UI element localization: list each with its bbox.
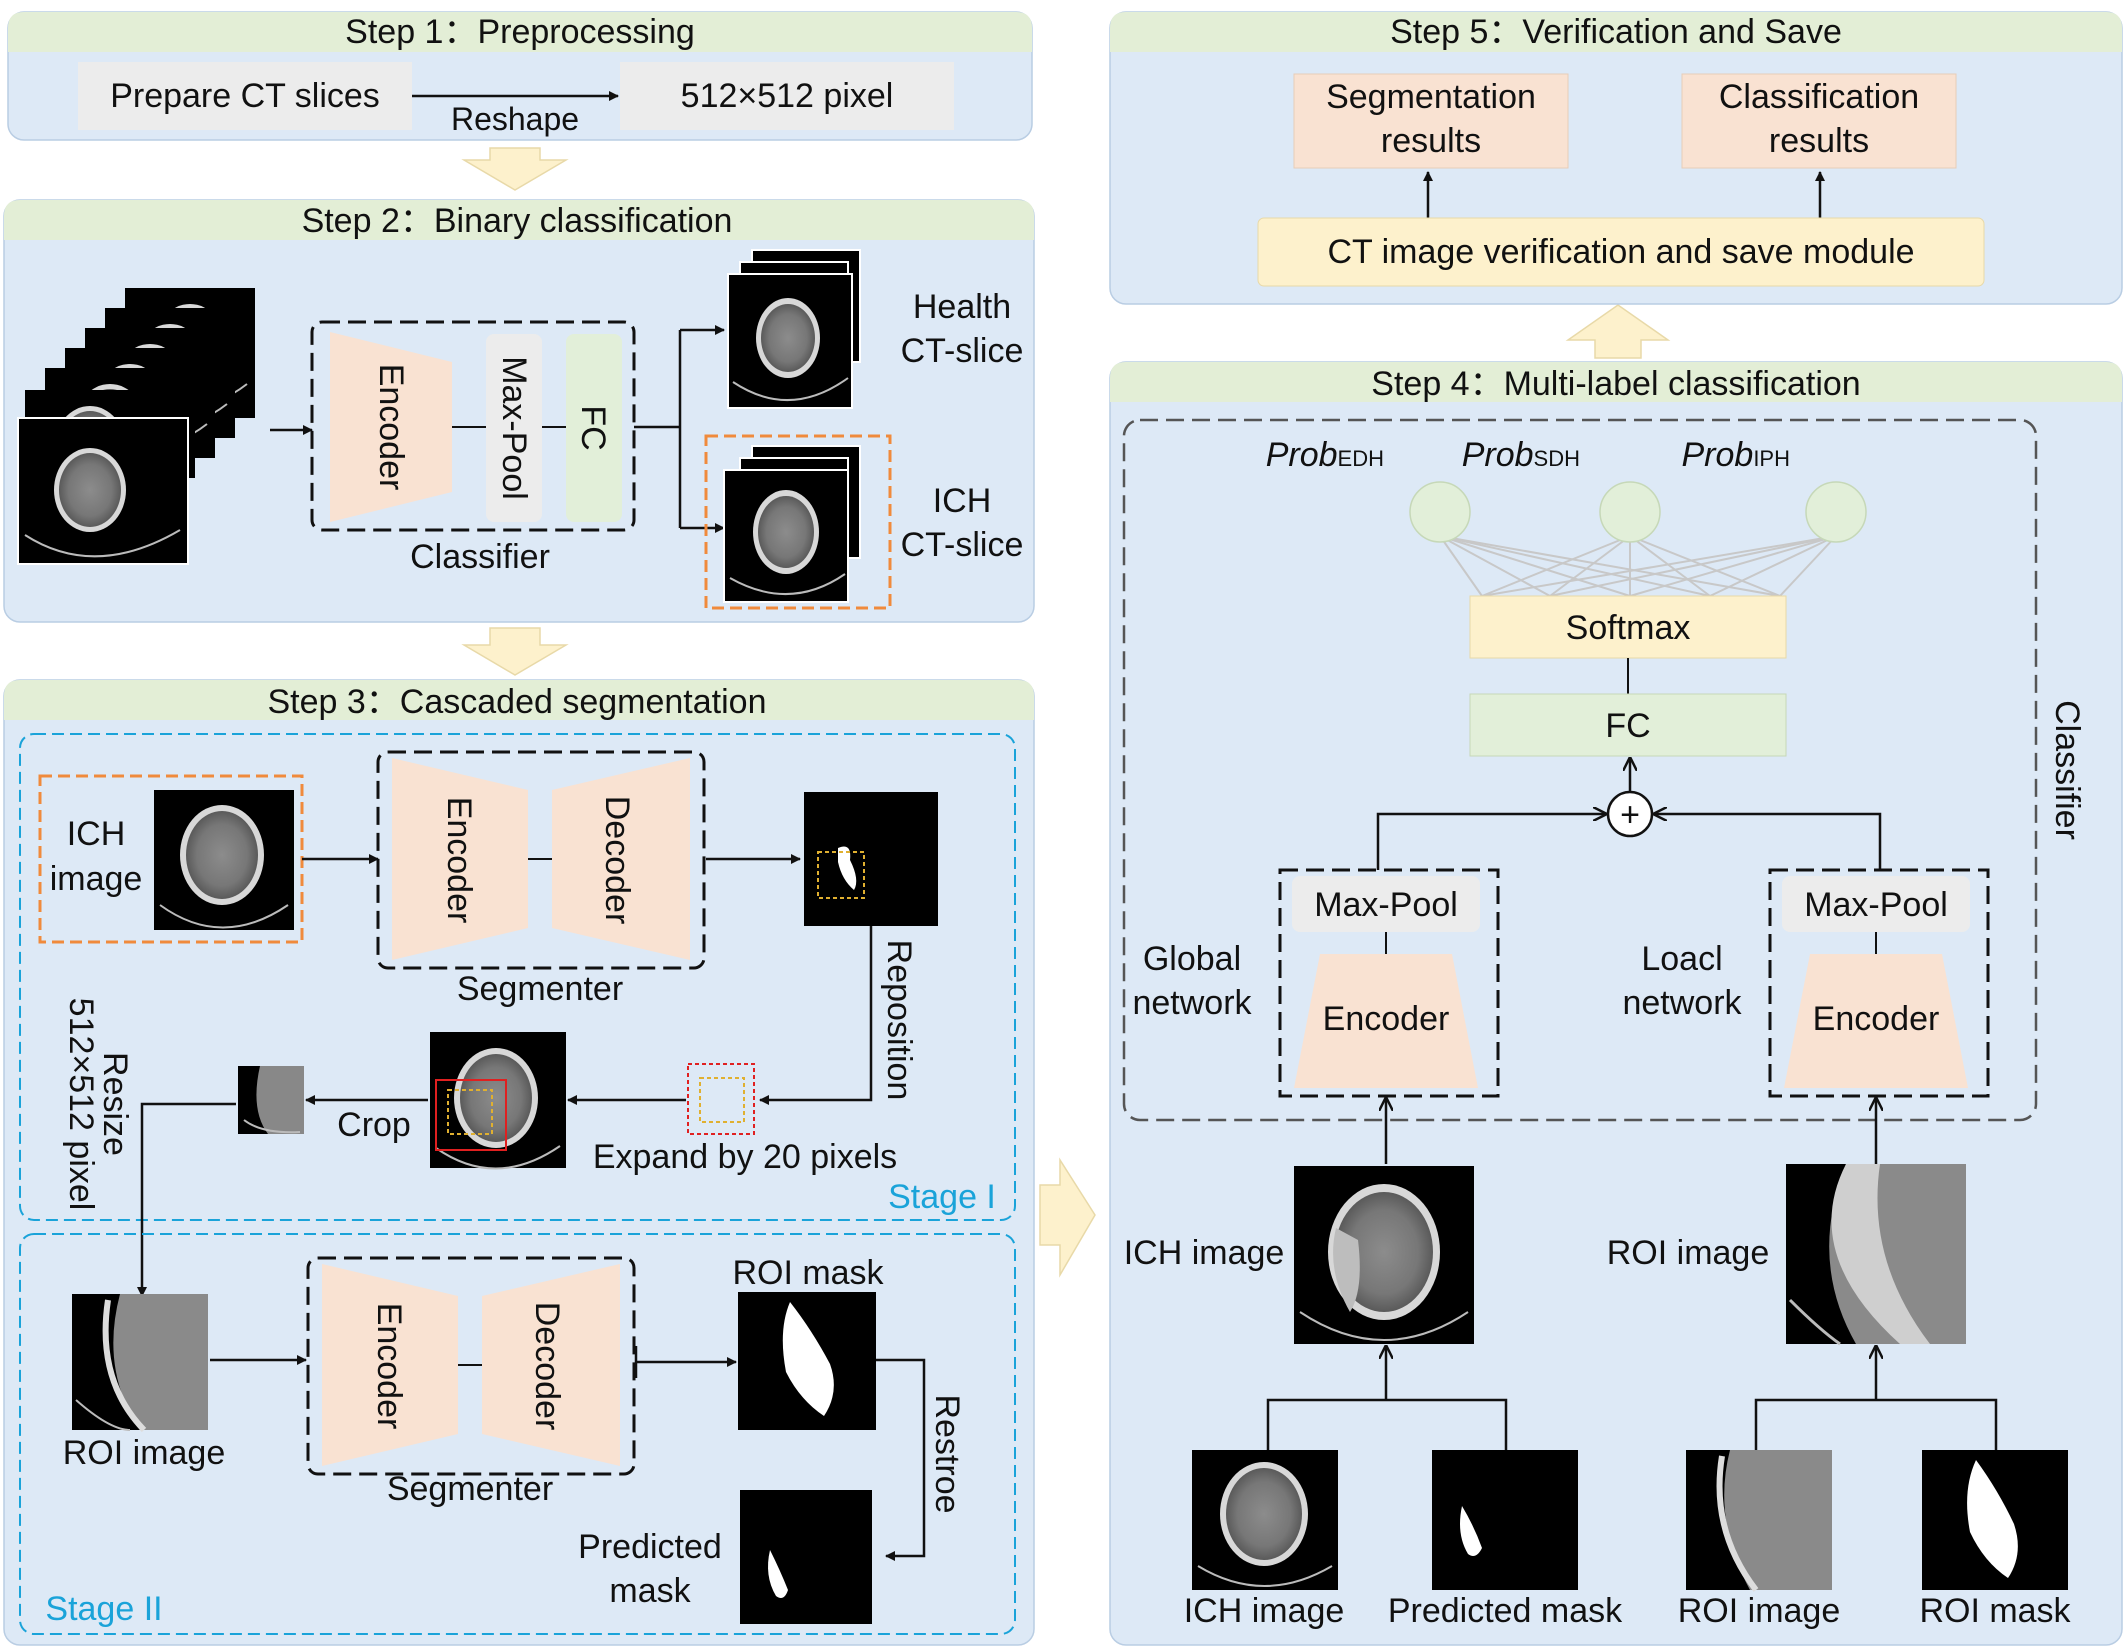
global-network-1: Global xyxy=(1143,940,1241,978)
step3-title: Step 3：Cascaded segmentation xyxy=(268,683,767,721)
health-label-1: Health xyxy=(913,288,1011,326)
cls-results-2: results xyxy=(1769,122,1869,160)
s4-classifier-label: Classifier xyxy=(2048,700,2086,840)
ich-label-2: CT-slice xyxy=(901,526,1024,564)
s3-cropped xyxy=(238,1066,304,1134)
reshape-label: Reshape xyxy=(451,101,579,137)
local-network-2: network xyxy=(1622,984,1742,1022)
s4-ich-image-label: ICH image xyxy=(1124,1234,1285,1272)
prepare-ct-label: Prepare CT slices xyxy=(110,77,380,115)
cls-results-1: Classification xyxy=(1719,78,1919,116)
local-encoder-label: Encoder xyxy=(1813,1000,1940,1038)
predicted-label-2: mask xyxy=(609,1572,691,1610)
s3-roi-image-label: ROI image xyxy=(63,1434,226,1472)
reposition-label: Reposition xyxy=(880,940,918,1101)
stage2-box xyxy=(19,1233,1016,1635)
local-network-1: Loacl xyxy=(1641,940,1722,978)
s3-ich-label-1: ICH xyxy=(67,815,126,853)
s3b-decoder-label: Decoder xyxy=(528,1302,566,1431)
step5-title: Step 5：Verification and Save xyxy=(1390,13,1842,51)
prob-sdh-node xyxy=(1599,481,1661,543)
arrow-step1-2 xyxy=(461,147,569,191)
classifier-label: Classifier xyxy=(410,538,550,576)
s3-ich-image xyxy=(154,790,294,930)
s4-in-ich-label: ICH image xyxy=(1184,1592,1345,1630)
stage1-box xyxy=(19,733,1016,1221)
resize-size-label: 512×512 pixel xyxy=(62,998,100,1211)
restore-label: Restroe xyxy=(928,1394,966,1513)
seg-results-1: Segmentation xyxy=(1326,78,1536,116)
step2-panel: Step 2：Binary classification Encoder Max… xyxy=(3,199,1035,623)
s3-roi-mask-label: ROI mask xyxy=(732,1254,884,1292)
prob-iph-label: ProbIPH xyxy=(1681,436,1790,474)
s4-ich-image xyxy=(1294,1166,1474,1344)
s3b-encoder-label: Encoder xyxy=(370,1303,408,1430)
ich-selected-box xyxy=(704,434,892,610)
predicted-label-1: Predicted xyxy=(578,1528,722,1566)
arrow-step4-5 xyxy=(1565,304,1671,359)
s3-decoder-label: Decoder xyxy=(598,796,636,925)
pixel-label: 512×512 pixel xyxy=(681,77,894,115)
s3b-segmenter-label: Segmenter xyxy=(387,1470,553,1508)
step4-title: Step 4：Multi-label classification xyxy=(1371,365,1860,403)
arrow-step3-4 xyxy=(1039,1157,1096,1278)
stage1-label: Stage I xyxy=(888,1178,996,1216)
s3-segmenter-label: Segmenter xyxy=(457,970,623,1008)
softmax-label: Softmax xyxy=(1566,609,1691,647)
step1-panel: Step 1：Preprocessing Prepare CT slices R… xyxy=(7,11,1033,141)
encoder-shape xyxy=(330,332,452,522)
plus-icon: + xyxy=(1620,796,1640,834)
s4-fc-label: FC xyxy=(1605,707,1650,745)
s4-roi-image-label: ROI image xyxy=(1607,1234,1770,1272)
prob-iph-node xyxy=(1805,481,1867,543)
prob-edh-node xyxy=(1409,481,1471,543)
crop-label: Crop xyxy=(337,1106,411,1144)
s3-output-mask xyxy=(804,792,938,926)
s4-in-ich-image xyxy=(1192,1450,1338,1590)
fully-connected-lines xyxy=(1439,535,1837,597)
prob-sdh-label: ProbSDH xyxy=(1462,436,1580,474)
s4-in-predicted-mask xyxy=(1432,1450,1578,1590)
s3-encoder-label: Encoder xyxy=(440,797,478,924)
verify-module-label: CT image verification and save module xyxy=(1327,233,1914,271)
ich-stack xyxy=(723,445,861,603)
s4-roi-image xyxy=(1786,1164,1966,1346)
global-maxpool-label: Max-Pool xyxy=(1314,886,1458,924)
fc-label: FC xyxy=(574,405,612,450)
resize-label: Resize xyxy=(96,1052,134,1156)
maxpool-label: Max-Pool xyxy=(495,356,533,500)
step1-title: Step 1：Preprocessing xyxy=(345,13,695,51)
local-maxpool-label: Max-Pool xyxy=(1804,886,1948,924)
global-encoder-label: Encoder xyxy=(1323,1000,1450,1038)
health-label-2: CT-slice xyxy=(901,332,1024,370)
s3-ich-label-2: image xyxy=(50,860,143,898)
s3-predicted-mask xyxy=(740,1490,872,1624)
s3-roi-image xyxy=(72,1294,208,1433)
global-network-2: network xyxy=(1132,984,1252,1022)
s3-crop-source xyxy=(430,1032,566,1170)
stage2-label: Stage II xyxy=(45,1590,162,1628)
step5-panel: Step 5：Verification and Save Segmentatio… xyxy=(1109,11,2123,305)
encoder-label: Encoder xyxy=(372,364,410,491)
health-stack xyxy=(727,249,861,409)
s4-in-roi-image xyxy=(1686,1450,1832,1592)
step3-panel: Step 3：Cascaded segmentation ICH image E… xyxy=(3,679,1035,1646)
ich-label-1: ICH xyxy=(933,482,992,520)
seg-results-2: results xyxy=(1381,122,1481,160)
step4-panel: Step 4：Multi-label classification Classi… xyxy=(1109,361,2123,1646)
arrow-step2-3 xyxy=(461,627,569,676)
expand-box xyxy=(687,1063,755,1135)
s4-in-roimask-label: ROI mask xyxy=(1919,1592,2071,1630)
ct-stack xyxy=(17,287,256,565)
step2-title: Step 2：Binary classification xyxy=(302,202,733,240)
s4-classifier-box xyxy=(1122,418,2038,1122)
prob-edh-label: ProbEDH xyxy=(1266,436,1384,474)
s4-in-pred-label: Predicted mask xyxy=(1388,1592,1623,1630)
expand-label: Expand by 20 pixels xyxy=(593,1138,897,1176)
s4-in-roi-label: ROI image xyxy=(1678,1592,1841,1630)
